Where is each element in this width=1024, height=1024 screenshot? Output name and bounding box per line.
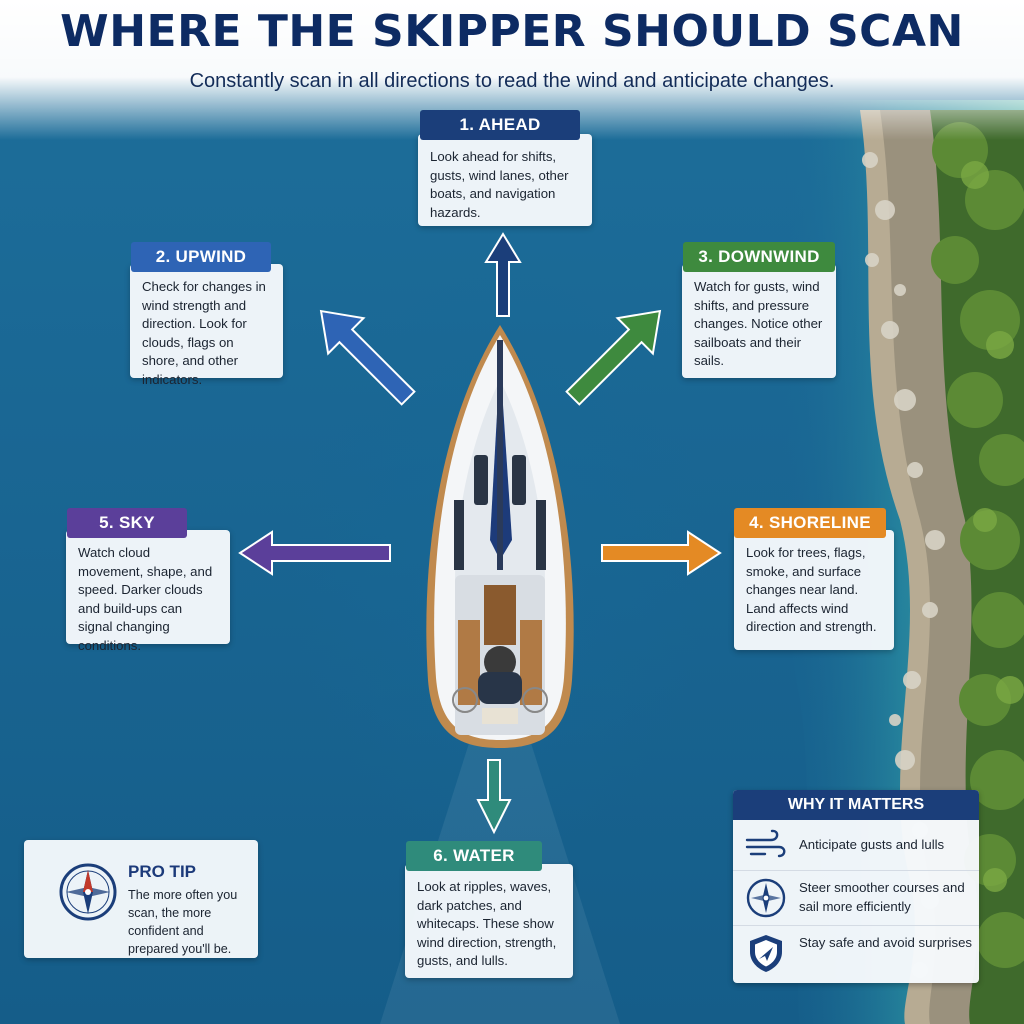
ahead-description: Look ahead for shifts, gusts, wind lanes… <box>430 149 569 220</box>
page-title: WHERE THE SKIPPER SHOULD SCAN <box>60 6 964 57</box>
shoreline-label: 4. SHORELINE <box>734 508 886 538</box>
why-item-gusts: Anticipate gusts and lulls <box>733 820 979 871</box>
page-subtitle: Constantly scan in all directions to rea… <box>189 70 835 92</box>
shoreline-description: Look for trees, flags, smoke, and surfac… <box>746 545 877 635</box>
downwind-label: 3. DOWNWIND <box>683 242 835 272</box>
upwind-label: 2. UPWIND <box>131 242 271 272</box>
pro-tip-title: PRO TIP <box>128 862 197 881</box>
shield-icon <box>750 935 782 972</box>
ahead-card: Look ahead for shifts, gusts, wind lanes… <box>418 134 592 226</box>
wind-icon <box>745 829 786 858</box>
sky-label: 5. SKY <box>67 508 187 538</box>
shoreline-card: Look for trees, flags, smoke, and surfac… <box>734 530 894 650</box>
water-card: Look at ripples, waves, dark patches, an… <box>405 864 573 978</box>
why-it-matters-panel: WHY IT MATTERS Anticipate gusts and lull… <box>733 790 979 983</box>
ahead-label: 1. AHEAD <box>420 110 580 140</box>
compass-icon <box>746 878 786 918</box>
water-description: Look at ripples, waves, dark patches, an… <box>417 879 557 969</box>
why-item-safe: Stay safe and avoid surprises <box>733 926 979 983</box>
sky-card: Watch cloud movement, shape, and speed. … <box>66 530 230 653</box>
downwind-card: Watch for gusts, wind shifts, and pressu… <box>682 264 836 378</box>
water-label: 6. WATER <box>406 841 542 871</box>
why-item-text: Anticipate gusts and lulls <box>799 837 945 852</box>
upwind-description: Check for changes in wind strength and d… <box>142 279 266 387</box>
pro-tip-card: PRO TIP The more often you scan, the mor… <box>24 840 258 958</box>
why-item-steer: Steer smoother courses and sail more eff… <box>733 871 979 926</box>
compass-icon <box>59 863 117 921</box>
why-it-matters-title: WHY IT MATTERS <box>733 790 979 820</box>
why-item-text: Steer smoother courses and sail more eff… <box>799 880 965 914</box>
upwind-card: Check for changes in wind strength and d… <box>130 264 283 387</box>
pro-tip-text: The more often you scan, the more confid… <box>128 888 238 956</box>
sky-description: Watch cloud movement, shape, and speed. … <box>78 545 213 653</box>
why-item-text: Stay safe and avoid surprises <box>799 935 972 950</box>
downwind-description: Watch for gusts, wind shifts, and pressu… <box>694 279 823 369</box>
